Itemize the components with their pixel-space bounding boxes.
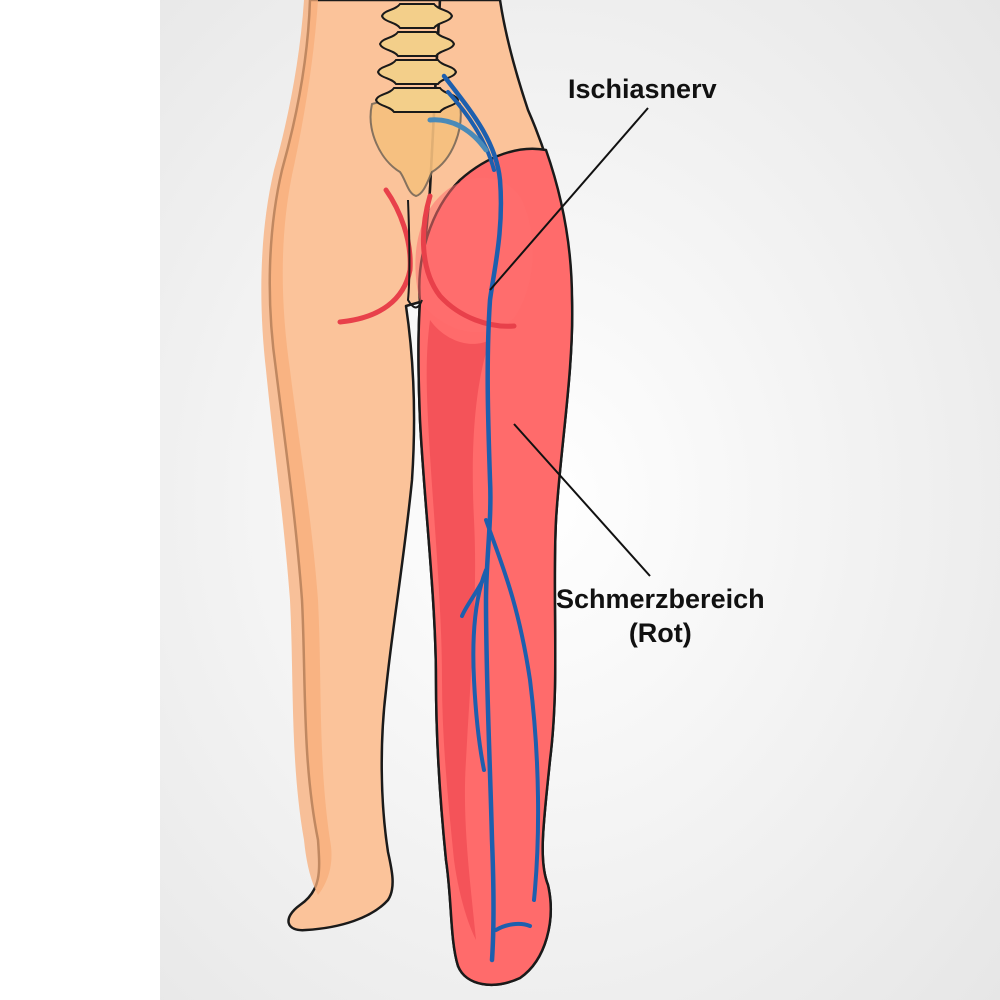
sciatic-nerve	[427, 73, 541, 963]
label-pain-area: Schmerzbereich (Rot)	[556, 582, 765, 650]
left-leg-and-hip	[261, 0, 442, 932]
leader-line-sciatic-nerve	[489, 107, 649, 291]
label-sciatic-nerve: Ischiasnerv	[568, 74, 717, 104]
label-pain-area-line2: (Rot)	[628, 618, 692, 648]
right-buttock	[415, 177, 533, 333]
label-pain-area-line1: Schmerzbereich	[556, 584, 765, 614]
leader-line-pain-area	[513, 423, 651, 577]
gluteal-cleft	[406, 199, 423, 309]
